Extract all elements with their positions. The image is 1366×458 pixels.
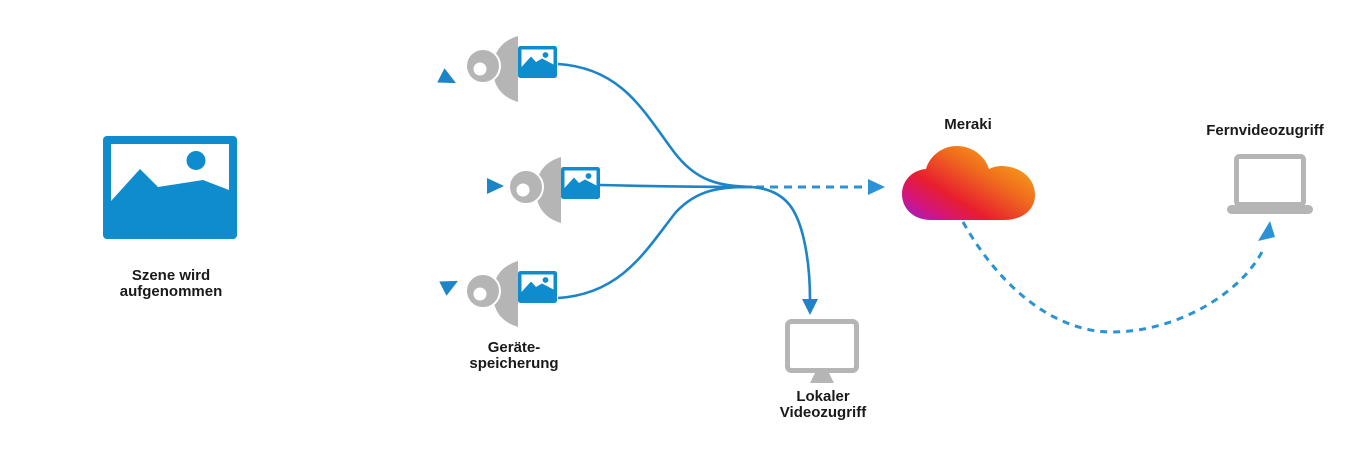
laptop-icon [1227,154,1313,218]
camera2-pointer-icon [487,178,504,194]
device-storage-label-line2: speicherung [469,355,559,372]
arrowhead-to-laptop [1258,221,1275,241]
device-storage-label-line1: Geräte- [487,339,541,356]
arrowhead-to-monitor [802,299,818,315]
scene-image-icon [103,136,237,239]
arrowhead-to-cloud [868,179,885,195]
camera-icon-1 [466,36,561,106]
scene-label-line1: Szene wird [131,267,211,284]
camera1-pointer-icon [437,68,457,84]
device-storage-label: Geräte- speicherung [434,340,594,372]
camera-icon-2 [509,157,604,227]
connector-cloud-laptop-dashed [961,221,1265,334]
meraki-label: Meraki [944,116,992,133]
monitor-icon [785,319,859,385]
remote-access-label: Fernvideozugriff [1206,122,1324,139]
meraki-cloud-icon [900,146,1037,221]
connector-hub-monitor [751,185,812,301]
local-access-label-line2: Videozugriff [779,404,867,421]
connector-camera2-hub [599,183,753,189]
scene-label-line2: aufgenommen [119,283,223,300]
camera3-pointer-icon [439,280,459,296]
local-access-label: Lokaler Videozugriff [743,389,903,421]
camera-icon-3 [466,261,561,331]
scene-label: Szene wird aufgenommen [91,268,251,300]
local-access-label-line1: Lokaler [796,388,850,405]
